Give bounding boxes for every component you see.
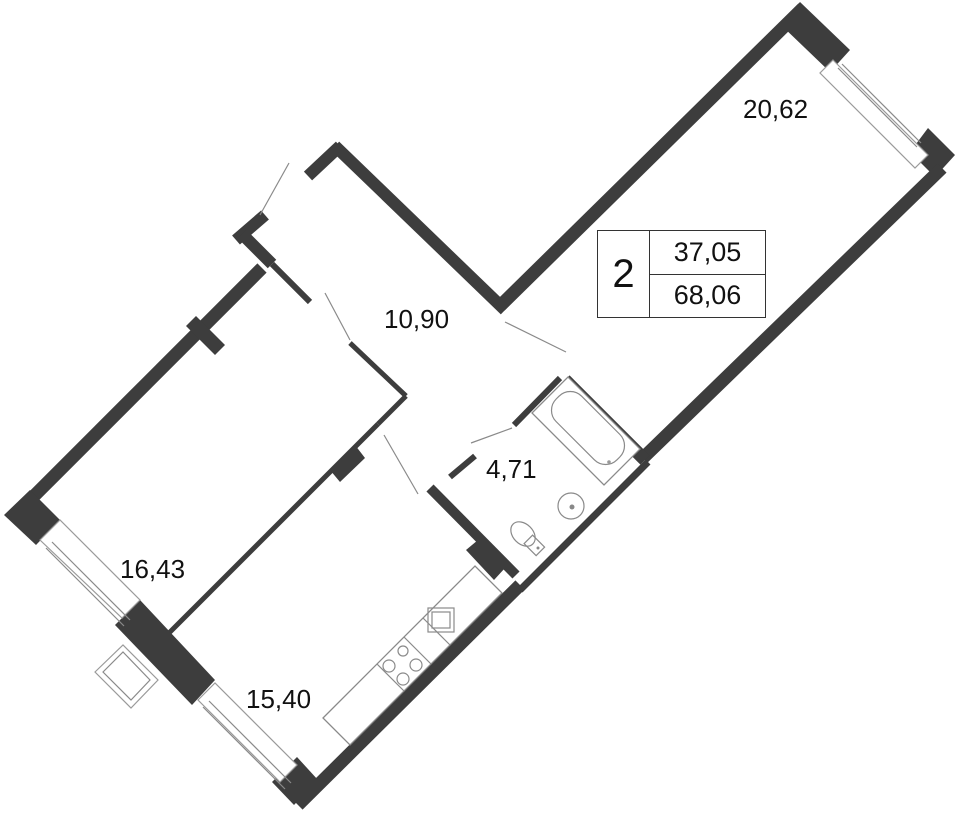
bathroom-walls <box>426 375 651 593</box>
door-swings <box>259 162 567 495</box>
room-area-hallway: 10,90 <box>384 304 449 334</box>
living-room-window <box>819 59 929 169</box>
apartment-summary-box: 2 37,05 68,06 <box>597 230 766 318</box>
room-area-bedroom: 16,43 <box>120 554 185 584</box>
total-area: 68,06 <box>650 273 765 318</box>
kitchen-sink-icon <box>427 607 455 633</box>
toilet-icon <box>510 521 546 557</box>
hallway-walls <box>232 141 510 426</box>
rooms-count: 2 <box>598 231 650 317</box>
stove-icon <box>382 645 423 686</box>
kitchen-walls <box>272 580 525 810</box>
balcony-outline <box>94 644 159 709</box>
kitchen-counter <box>322 565 503 746</box>
bedroom-walls <box>4 263 380 705</box>
room-area-bathroom: 4,71 <box>486 454 537 484</box>
room-area-kitchen: 15,40 <box>246 684 311 714</box>
kitchen-window <box>197 682 298 790</box>
living-area: 37,05 <box>673 236 742 267</box>
area-column: 37,05 68,06 <box>650 231 765 317</box>
bathtub-icon <box>531 376 641 486</box>
room-area-living-room: 20,62 <box>743 94 808 124</box>
washbasin-icon <box>557 492 585 520</box>
bedroom-window <box>39 519 141 627</box>
